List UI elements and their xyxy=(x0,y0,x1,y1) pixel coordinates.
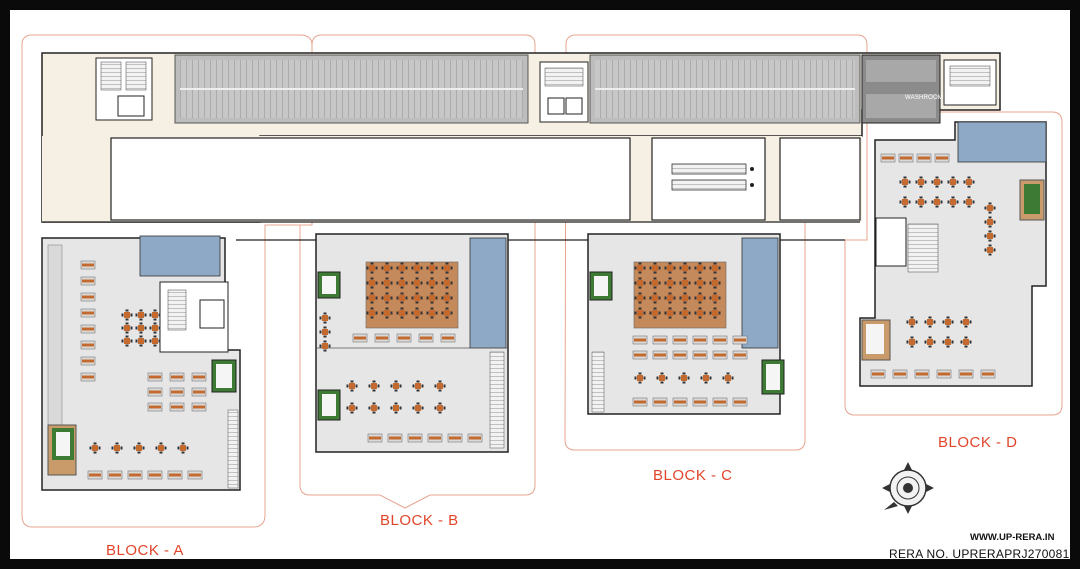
bench-seat xyxy=(169,372,185,382)
bench-seat xyxy=(352,333,368,343)
stair-core-mid xyxy=(539,61,589,123)
block-d-interior xyxy=(859,121,1047,387)
washroom-label: WASHROOM xyxy=(905,95,944,101)
block-a-outline xyxy=(21,34,313,528)
bench-seat xyxy=(892,369,908,379)
bench-seat xyxy=(191,372,207,382)
bench-seat xyxy=(914,369,930,379)
bench-seat xyxy=(632,397,648,407)
bench-seat xyxy=(652,397,668,407)
bench-seat xyxy=(672,350,688,360)
block-b-outline xyxy=(299,34,536,509)
atrium-void-1 xyxy=(110,137,631,221)
bench-seat xyxy=(147,387,163,397)
bench-seat xyxy=(672,335,688,345)
bench-seat xyxy=(692,397,708,407)
block-a-label: BLOCK - A xyxy=(106,542,184,559)
escalator-void xyxy=(651,137,766,221)
bench-seat xyxy=(440,333,456,343)
bench-seat xyxy=(367,433,383,443)
bench-seat xyxy=(692,350,708,360)
website-url: WWW.UP-RERA.IN xyxy=(970,532,1055,543)
bench-seat xyxy=(427,433,443,443)
bench-seat xyxy=(80,356,96,366)
bench-seat xyxy=(898,153,914,163)
bench-seat xyxy=(936,369,952,379)
floor-plan-frame: WASHROOM BLOCK - A BLOCK - B BLOCK - C B… xyxy=(10,10,1070,559)
bench-seat xyxy=(80,340,96,350)
bench-seat xyxy=(732,350,748,360)
bench-seat xyxy=(916,153,932,163)
bench-seat xyxy=(467,433,483,443)
parking-strip-left xyxy=(174,54,529,124)
stair-core-left xyxy=(95,57,153,121)
bench-seat xyxy=(169,387,185,397)
bench-seat xyxy=(958,369,974,379)
floor-plan xyxy=(21,34,1063,528)
bench-seat xyxy=(396,333,412,343)
bench-seat xyxy=(191,387,207,397)
block-a-interior xyxy=(41,235,241,491)
bench-seat xyxy=(147,470,163,480)
bench-seat xyxy=(980,369,996,379)
bench-seat xyxy=(187,470,203,480)
bench-seat xyxy=(672,397,688,407)
bench-seat xyxy=(169,402,185,412)
bench-seat xyxy=(712,335,728,345)
escalators xyxy=(671,163,754,191)
bench-seat xyxy=(934,153,950,163)
bench-seat xyxy=(167,470,183,480)
bench-seat xyxy=(652,350,668,360)
block-b-interior xyxy=(315,233,509,453)
bench-seat xyxy=(652,335,668,345)
bench-seat xyxy=(870,369,886,379)
washroom-core xyxy=(861,54,941,124)
bench-seat xyxy=(127,470,143,480)
bench-seat xyxy=(632,335,648,345)
bench-seat xyxy=(880,153,896,163)
rera-number: RERA NO. UPRERAPRJ270081 xyxy=(889,547,1070,559)
bench-seat xyxy=(374,333,390,343)
block-d-outline xyxy=(844,111,1063,416)
block-d-label: BLOCK - D xyxy=(938,434,1018,451)
bench-seat xyxy=(387,433,403,443)
bench-seat xyxy=(80,276,96,286)
stair-core-right xyxy=(943,59,997,106)
bench-seat xyxy=(191,402,207,412)
bench-seat xyxy=(80,292,96,302)
atrium-void-2 xyxy=(779,137,861,221)
bench-seat xyxy=(712,397,728,407)
bench-seat xyxy=(712,350,728,360)
bench-seat xyxy=(80,324,96,334)
bench-seat xyxy=(418,333,434,343)
bench-seat xyxy=(632,350,648,360)
compass-rose-icon xyxy=(882,462,934,514)
bench-seat xyxy=(107,470,123,480)
bench-seat xyxy=(692,335,708,345)
parking-strip-right xyxy=(589,54,861,124)
bench-seat xyxy=(80,372,96,382)
bench-seat xyxy=(80,308,96,318)
bench-seat xyxy=(87,470,103,480)
block-b-label: BLOCK - B xyxy=(380,512,459,529)
bench-seat xyxy=(732,397,748,407)
bench-seat xyxy=(447,433,463,443)
bench-seat xyxy=(147,402,163,412)
block-c-interior xyxy=(587,233,785,415)
bench-seat xyxy=(147,372,163,382)
bench-seat xyxy=(732,335,748,345)
block-c-label: BLOCK - C xyxy=(653,467,733,484)
bench-seat xyxy=(80,260,96,270)
bench-seat xyxy=(407,433,423,443)
